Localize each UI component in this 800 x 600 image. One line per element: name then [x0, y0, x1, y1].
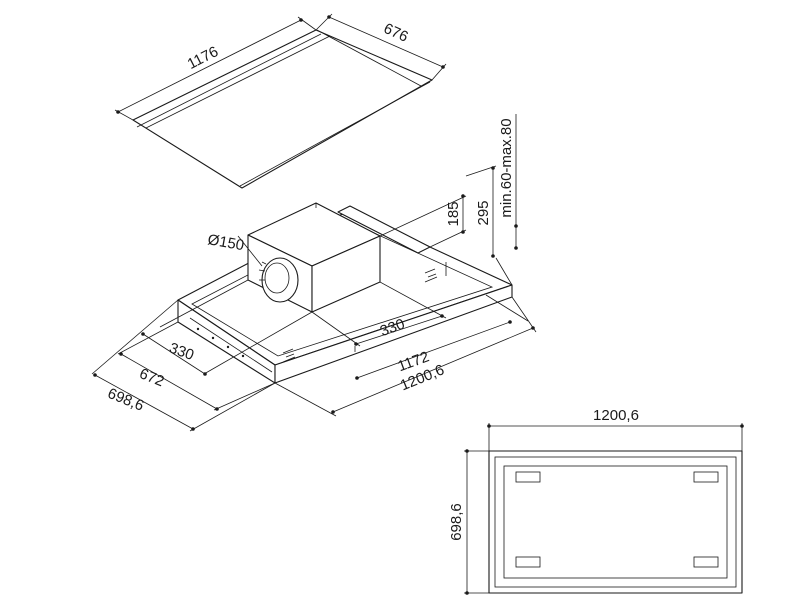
- dimension-line: [120, 353, 218, 410]
- extension-line: [465, 165, 497, 177]
- panel-edge-line: [145, 35, 331, 129]
- dimension-line: [142, 333, 206, 375]
- dimension-tick: [491, 166, 495, 170]
- duct-outlet: [261, 257, 299, 303]
- dimension-line: [355, 315, 443, 345]
- total-height-label: 295: [475, 200, 492, 225]
- motor-offset-label: 330: [167, 340, 196, 365]
- dimension-tick: [355, 376, 359, 380]
- panel-edge-line: [239, 81, 431, 187]
- screw-dot: [241, 354, 245, 358]
- dimension-tick: [441, 65, 445, 69]
- dimension-tick: [740, 424, 744, 428]
- dimension-tick: [461, 230, 465, 234]
- ceiling-panel: [132, 29, 433, 189]
- dimension-plan-depth: 698,6: [448, 449, 489, 595]
- dimension-motor-width: 330: [311, 281, 447, 347]
- dimension-tick: [514, 246, 518, 250]
- screw-dot: [196, 327, 200, 331]
- plan-light-tl: [515, 471, 541, 483]
- screw-dot: [226, 345, 230, 349]
- dimension-tick: [331, 410, 335, 414]
- dimension-line: [332, 327, 534, 413]
- extension-line: [311, 311, 361, 347]
- dimension-tick: [215, 407, 219, 411]
- panel-edge-line: [316, 29, 422, 87]
- dimension-tick: [461, 194, 465, 198]
- extension-line: [213, 382, 276, 411]
- panel-edge-line: [136, 33, 322, 128]
- dimension-heights: 185 295 min.60-max.80: [379, 114, 518, 286]
- panel-length-label: 1176: [185, 43, 221, 73]
- motor-housing: [247, 202, 431, 313]
- duct-flange-icon: [258, 261, 267, 281]
- screw-dot: [211, 336, 215, 340]
- plan-light-br: [693, 556, 719, 568]
- hood-front-rim: [189, 317, 273, 373]
- extension-line: [511, 296, 537, 333]
- extension-line: [117, 321, 179, 355]
- outer-width-label: 698,6: [105, 385, 146, 415]
- control-mark-icon: [282, 348, 296, 363]
- plan-depth-label: 698,6: [448, 503, 465, 541]
- dimension-line: [117, 19, 302, 113]
- dimension-tick: [465, 591, 469, 595]
- plan-outer-outline: [488, 450, 743, 594]
- dimension-line: [356, 321, 511, 379]
- dimension-tick: [465, 449, 469, 453]
- extension-line: [429, 229, 467, 248]
- extension-line: [495, 257, 513, 286]
- dimension-line: [328, 16, 444, 68]
- dimension-tick: [327, 15, 331, 19]
- extension-line: [379, 281, 447, 319]
- extension-line: [203, 311, 313, 375]
- dimension-tick: [508, 320, 512, 324]
- motor-height-label: 185: [445, 201, 462, 226]
- dimension-tick: [203, 372, 207, 376]
- dimension-tick: [487, 424, 491, 428]
- plan-light-bl: [515, 556, 541, 568]
- extension-line: [274, 382, 337, 417]
- extension-line: [189, 382, 276, 432]
- plan-filter-area: [503, 465, 728, 579]
- control-mark-icon: [424, 268, 438, 283]
- ceiling-gap-label: min.60-max.80: [498, 118, 515, 217]
- plan-view: [488, 450, 743, 594]
- extension-line: [91, 299, 179, 375]
- dimension-tick: [119, 352, 123, 356]
- plan-light-tr: [693, 471, 719, 483]
- duct-diameter-label: Ø150: [206, 231, 245, 254]
- dimension-tick: [440, 314, 444, 318]
- extension-line: [379, 195, 467, 237]
- leader-line: [237, 235, 263, 267]
- dimension-tick: [531, 326, 535, 330]
- dimension-tick: [299, 18, 303, 22]
- dimension-line: [94, 374, 194, 430]
- dimension-tick: [93, 373, 97, 377]
- dimension-tick: [354, 342, 358, 346]
- dimension-tick: [116, 110, 120, 114]
- extension-line: [159, 279, 249, 328]
- dimension-tick: [191, 427, 195, 431]
- plan-width-label: 1200,6: [593, 407, 639, 424]
- duct-outlet-inner: [264, 262, 290, 294]
- dimension-tick: [491, 254, 495, 258]
- dimension-plan-width: 1200,6: [487, 407, 744, 451]
- dimension-duct-diameter: Ø150: [206, 231, 263, 267]
- dimension-tick: [141, 332, 145, 336]
- extension-line: [485, 294, 529, 322]
- plan-rim: [494, 456, 737, 588]
- dimension-tick: [514, 224, 518, 228]
- inner-width-label: 672: [137, 365, 167, 390]
